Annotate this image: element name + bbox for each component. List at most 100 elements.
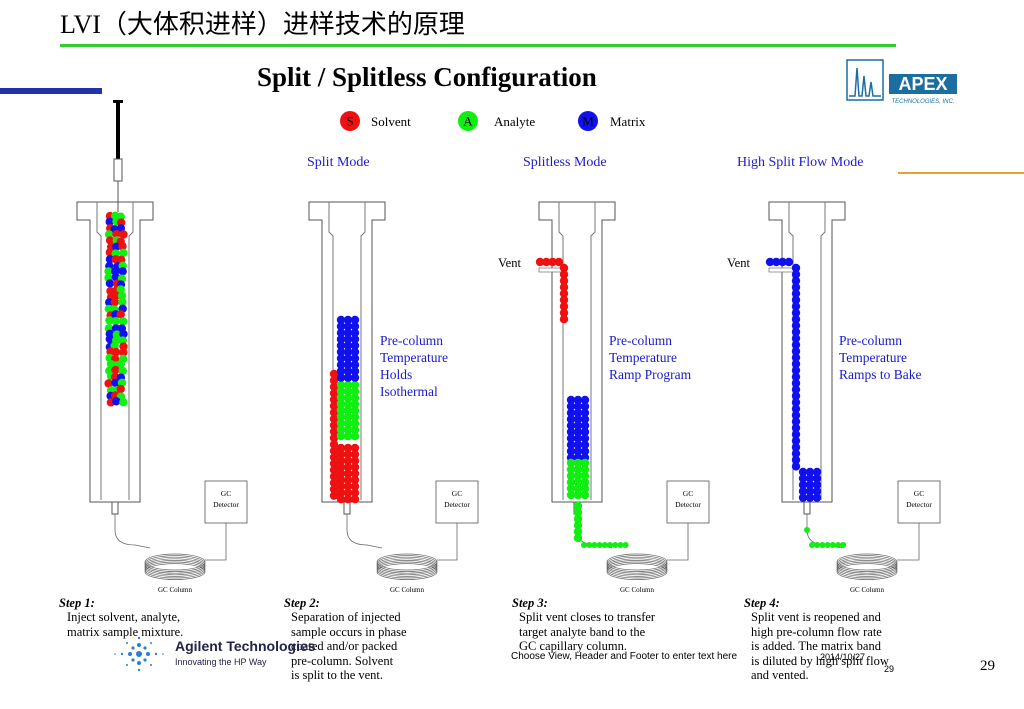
step-1-mixture-dot [118, 242, 127, 251]
footer-placeholder: Choose View, Header and Footer to enter … [511, 651, 738, 662]
agilent-name: Agilent Technologies [175, 638, 316, 654]
slide-title: LVI（大体积进样）进样技术的原理 [60, 10, 465, 39]
step-1-mixture-dot [118, 297, 127, 307]
detector-1-column-inlet [114, 514, 151, 549]
step-4-vent-matrix-dot [791, 443, 801, 452]
step-2-solvent-dot [329, 389, 339, 398]
step-2-solvent-dot [336, 450, 346, 459]
step-4-matrix-dot [798, 474, 808, 483]
step-3-matrix-dot [573, 427, 583, 437]
step-4-column-analyte-dot [824, 542, 831, 548]
step-3-column-analyte-dot [573, 514, 583, 523]
detector-1-column-label: GC Column [158, 586, 193, 594]
step-4-matrix-dot [812, 487, 822, 496]
step-2-solvent-dot [329, 376, 339, 385]
step-1-mixture-dot [105, 316, 114, 325]
accent-bar [0, 88, 102, 94]
step-2-solvent-dot [336, 488, 346, 497]
detector-4-coil [836, 553, 898, 571]
step-4-vent-matrix-dot [791, 359, 801, 369]
step-3-vent-solvent-dot [559, 289, 569, 298]
step-2-solvent-dot [343, 463, 353, 472]
step-4-vent-matrix-dot [791, 321, 801, 330]
step-2-matrix-dot [336, 315, 346, 325]
detector-1-label-line2: Detector [213, 500, 239, 509]
step-2-matrix-dot [343, 354, 353, 363]
step-2-matrix-dot [343, 373, 353, 382]
step-2-matrix-dot [336, 347, 346, 357]
step-2-solvent-dot [329, 465, 339, 475]
step-1-mixture-dot [105, 236, 115, 245]
step-2-matrix-dot [350, 347, 360, 357]
step-1-mixture-dot [112, 229, 121, 239]
step-4-matrix-dot [812, 493, 822, 502]
step-2-solvent-dot [329, 427, 339, 436]
legend-analyte-label: Analyte [494, 114, 536, 129]
step-3-matrix-dot [580, 434, 590, 443]
step-4-vent-matrix-dot [791, 404, 801, 413]
step-3-column-analyte-dot [622, 542, 629, 548]
step-2-analyte-dot [343, 412, 353, 422]
step-2-solvent-dot [329, 414, 339, 423]
step-3-analyte-dot [580, 465, 590, 474]
step-2-analyte-dot [350, 419, 360, 428]
step-4-title: Step 4: [744, 596, 780, 610]
step-2-solvent-dot [343, 495, 353, 504]
step-3-vent-solvent-dot [542, 257, 551, 267]
step-3-column-analyte-dot [612, 542, 619, 548]
step-4-column-analyte-dot [840, 542, 847, 548]
step-3-analyte-dot [573, 484, 583, 493]
footer-date: 2014/10/27 [820, 652, 866, 662]
step-3-analyte-dot [573, 458, 583, 468]
step-4-vent-matrix-dot [791, 449, 801, 458]
legend-matrix-label: Matrix [610, 114, 646, 129]
step-4-matrix-dot [812, 474, 822, 483]
step-2-title: Step 2: [284, 596, 320, 610]
step-4-matrix-dot [805, 493, 815, 502]
injector-2-outlet [343, 501, 351, 515]
step-2-analyte-dot [336, 425, 346, 434]
detector-1-coil [144, 553, 206, 571]
step-3-analyte-dot [566, 490, 576, 500]
step-2-solvent-dot [336, 469, 346, 478]
step-2-matrix-dot [343, 360, 353, 369]
step-1-mixture-dot [117, 291, 127, 300]
step-2-solvent-dot [343, 456, 353, 465]
step-4-matrix-dot [805, 474, 815, 483]
step-2-matrix-dot [343, 315, 353, 325]
step-4-vent-matrix-dot [778, 257, 787, 267]
step-3-analyte-dot [580, 458, 590, 468]
step-2-solvent-dot [329, 369, 339, 379]
step-2-solvent-dot [343, 443, 353, 453]
step-2-analyte-dot [343, 419, 353, 428]
step-1-mixture-dot [104, 379, 113, 388]
injector-3-liner [558, 202, 596, 500]
step-4-matrix-dot [812, 467, 822, 477]
detector-1-coil [144, 556, 206, 574]
step-2-solvent-dot [329, 491, 339, 500]
step-2-solvent-dot [329, 472, 339, 481]
step-3-column-analyte-dot [573, 533, 583, 543]
step-3-column-analyte-dot [573, 521, 583, 530]
step-4-vent-matrix-dot [791, 308, 801, 317]
step-2-analyte-dot [350, 432, 360, 441]
detector-3-coil [606, 558, 668, 576]
step-3-matrix-dot [566, 434, 576, 443]
step-1-mixture-dot [116, 384, 125, 394]
step-1-mixture-dot [116, 359, 125, 369]
step-2-analyte-dot [350, 380, 360, 390]
detector-2-coil [376, 560, 438, 577]
step-3-vent-solvent-dot [559, 283, 569, 292]
detector-1-column-outlet [205, 523, 227, 561]
step-2-matrix-dot [336, 354, 346, 363]
step-2-matrix-dot [336, 373, 346, 382]
step-2-analyte-dot [343, 380, 353, 390]
step-2-matrix-dot [350, 335, 360, 344]
step-4-vent-matrix-dot [791, 353, 801, 362]
step-3-vent-solvent-dot [559, 302, 569, 311]
step-4-matrix-dot [798, 480, 808, 489]
step-4-vent-matrix-dot [791, 315, 801, 324]
step-4-vent-matrix-dot [791, 462, 801, 471]
step-2-analyte-dot [350, 387, 360, 396]
step-2-analyte-dot [343, 387, 353, 396]
